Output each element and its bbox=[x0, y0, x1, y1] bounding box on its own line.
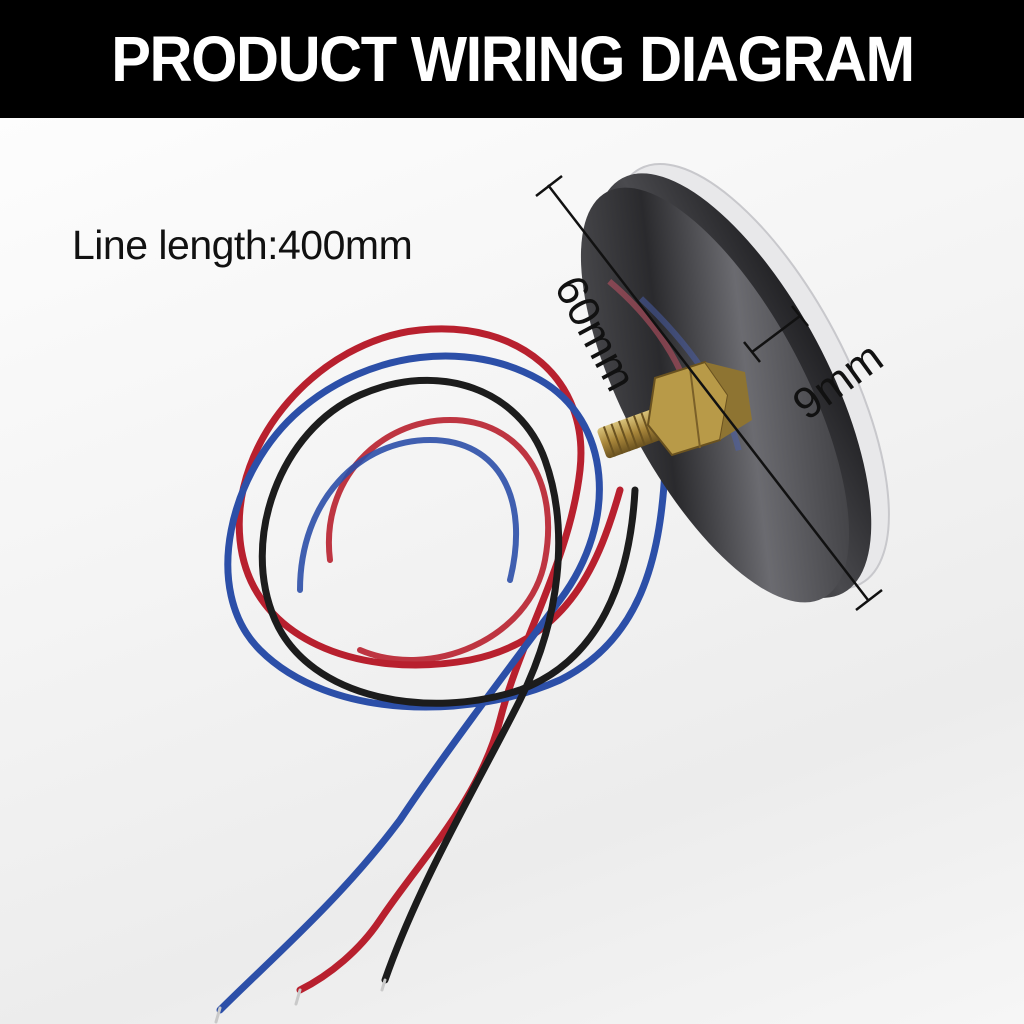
wire-bundle bbox=[214, 325, 669, 1024]
dimension-line-60mm bbox=[535, 175, 883, 611]
header-banner: PRODUCT WIRING DIAGRAM bbox=[0, 0, 1024, 118]
diagram-title: PRODUCT WIRING DIAGRAM bbox=[110, 23, 915, 95]
line-length-label: Line length:400mm bbox=[72, 222, 413, 268]
dimension-line-9mm bbox=[743, 305, 809, 363]
threaded-stud bbox=[597, 360, 752, 459]
